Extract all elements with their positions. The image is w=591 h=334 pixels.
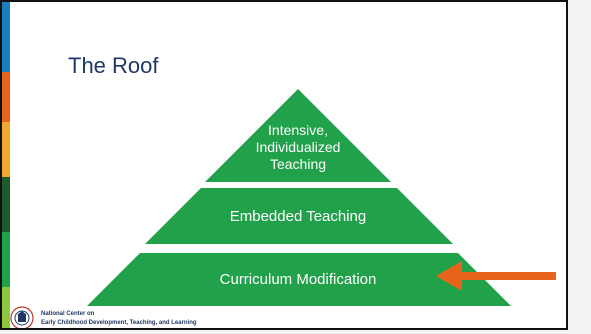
edge-bar-darkgreen <box>2 177 10 232</box>
tier-middle-label: Embedded Teaching <box>229 208 367 225</box>
edge-bar-green <box>2 232 10 287</box>
pyramid-diagram <box>87 89 556 306</box>
pyramid-tier-middle <box>145 188 453 244</box>
edge-bar-orange <box>2 72 10 122</box>
pyramid-tier-bottom <box>87 253 511 306</box>
right-side-panel <box>568 0 591 334</box>
office-of-head-start-seal-icon <box>10 306 34 328</box>
arrow-icon <box>436 261 556 291</box>
tier-top-line2: Individualized <box>255 139 341 155</box>
tier-bottom-label: Curriculum Modification <box>219 271 377 288</box>
footer-org-line2: Early Childhood Development, Teaching, a… <box>41 320 197 326</box>
slide-canvas: The Roof Intensive, Individualized Teach… <box>0 0 568 330</box>
slide-title: The Roof <box>68 53 159 78</box>
edge-bar-gold <box>2 122 10 177</box>
footer-org-line1: National Center on <box>41 311 95 317</box>
tier-top-line1: Intensive, <box>268 122 328 138</box>
edge-bar-lightgreen <box>2 287 10 328</box>
pyramid-tier-top <box>205 89 391 182</box>
tier-top-line3: Teaching <box>269 156 327 172</box>
tier-top-label: Intensive, Individualized Teaching <box>232 122 364 173</box>
edge-bar-blue <box>2 2 10 72</box>
